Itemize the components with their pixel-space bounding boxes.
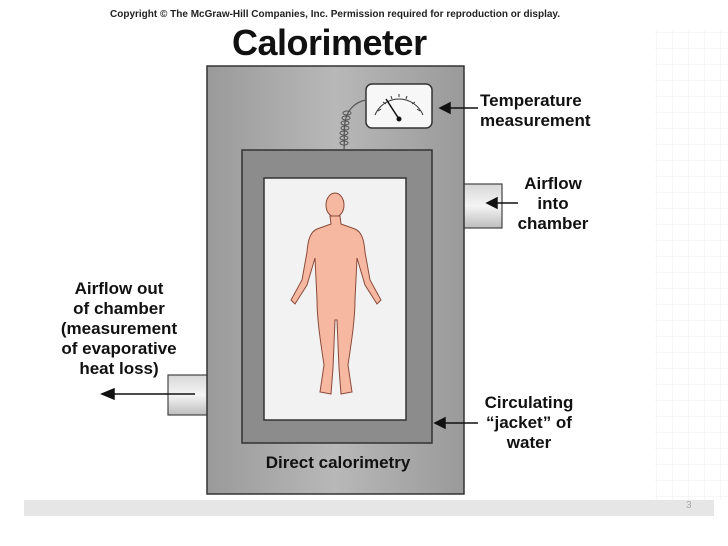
label-temperature-measurement: Temperature measurement	[480, 91, 591, 130]
gauge-needle	[385, 98, 400, 120]
label-direct-calorimetry: Direct calorimetry	[265, 453, 411, 472]
grid-panel	[655, 30, 728, 500]
sensor-coil	[339, 110, 352, 146]
copyright-notice: Copyright © The McGraw-Hill Companies, I…	[110, 9, 561, 20]
gauge-pivot	[396, 116, 402, 122]
gauge-ticks	[377, 94, 421, 112]
label-circulating-jacket: Circulating “jacket” of water	[484, 393, 574, 452]
gauge-dial	[374, 98, 424, 116]
human-figure	[290, 192, 382, 395]
outlet-pipe	[167, 374, 209, 416]
label-airflow-into-chamber: Airflow into chamber	[517, 174, 589, 233]
slide-title: Calorimeter	[232, 22, 427, 63]
label-airflow-out-of-chamber: Airflow out of chamber (measurement of e…	[60, 279, 178, 378]
arrows	[100, 101, 518, 430]
temperature-gauge	[365, 83, 433, 129]
bottom-bar	[24, 500, 714, 516]
page-number: 3	[686, 500, 692, 511]
